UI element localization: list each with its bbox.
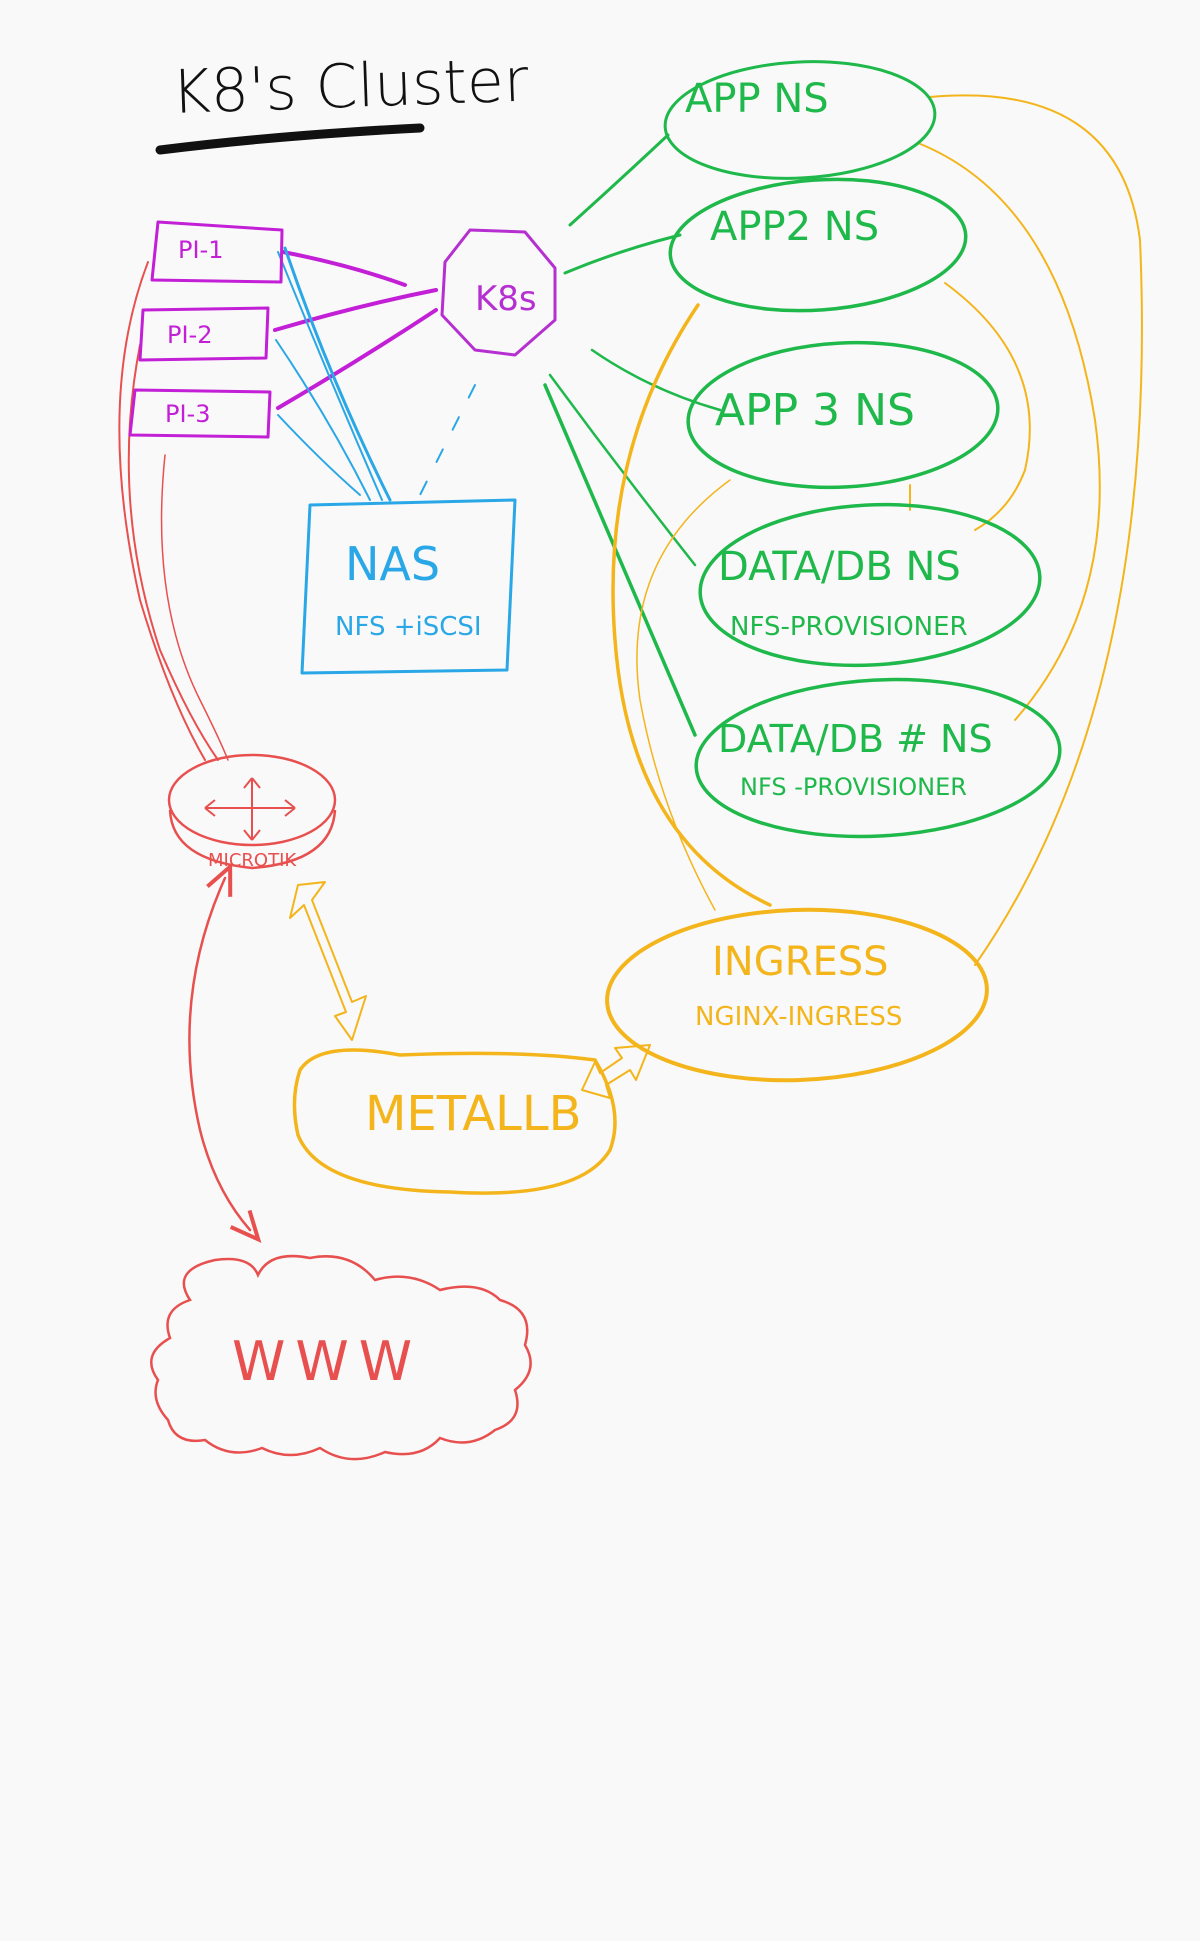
edge-ingress-app1-outer: [929, 94, 1143, 966]
www-label: WWW: [232, 1330, 422, 1393]
edge-k8s-data1: [548, 373, 697, 567]
edge-pi2-nas: [275, 339, 371, 501]
title-underline: [155, 123, 425, 155]
edge-router-www: [188, 862, 262, 1244]
pi-2-label: PI-2: [167, 321, 212, 349]
nas-node[interactable]: NAS NFS +iSCSI: [300, 498, 517, 675]
ingress-label: INGRESS: [712, 939, 889, 985]
cloud-icon: [150, 1254, 532, 1461]
edge-pi2-k8s: [273, 288, 438, 332]
edge-pi1-router: [118, 261, 206, 761]
data1-namespace[interactable]: DATA/DB NS NFS-PROVISIONER: [696, 496, 1044, 674]
edge-pi1-k8s: [281, 250, 407, 287]
ingress-node[interactable]: INGRESS NGINX-INGRESS: [604, 903, 990, 1086]
edge-pi1-nas-b: [277, 251, 383, 501]
pi-2-node[interactable]: PI-2: [138, 306, 270, 362]
data1-sublabel: NFS-PROVISIONER: [730, 612, 968, 642]
edge-k8s-app1: [568, 133, 670, 227]
data2-namespace[interactable]: DATA/DB # NS NFS -PROVISIONER: [692, 671, 1064, 846]
nas-sublabel: NFS +iSCSI: [335, 612, 482, 642]
edge-ingress-app2: [944, 282, 1031, 531]
router-label: MICROTIK: [208, 850, 297, 871]
router-metallb-arrow: [289, 881, 367, 1041]
edge-k8s-nas: [419, 384, 476, 496]
page-title: K8's Cluster: [170, 46, 530, 128]
app2-namespace[interactable]: APP2 NS: [666, 170, 970, 320]
router-node[interactable]: MICROTIK: [167, 753, 337, 871]
edge-pi3-nas: [277, 414, 361, 496]
metallb-label: METALLB: [365, 1086, 582, 1142]
app3-label: APP 3 NS: [715, 385, 915, 436]
title-group: K8's Cluster: [155, 46, 530, 155]
data2-label: DATA/DB # NS: [718, 717, 993, 761]
pi-1-node[interactable]: PI-1: [150, 220, 284, 284]
pi-3-node[interactable]: PI-3: [128, 388, 272, 439]
app1-namespace[interactable]: APP NS: [662, 55, 938, 185]
edge-pi3-k8s: [276, 308, 438, 410]
edge-ingress-loop-left-2: [636, 479, 731, 911]
edge-pi1-nas: [283, 246, 392, 502]
www-node[interactable]: WWW: [150, 1254, 532, 1461]
data1-label: DATA/DB NS: [718, 544, 961, 590]
router-icon: [204, 777, 296, 841]
ingress-sublabel: NGINX-INGRESS: [695, 1002, 902, 1032]
edge-pi3-router: [160, 454, 229, 761]
k8s-node[interactable]: K8s: [440, 228, 557, 357]
app2-label: APP2 NS: [710, 204, 879, 250]
nas-label: NAS: [345, 537, 440, 591]
pi-1-label: PI-1: [178, 236, 223, 264]
edge-ingress-loop-left: [611, 303, 772, 907]
edge-ingress-app1-inner: [917, 142, 1101, 721]
app1-label: APP NS: [685, 76, 829, 122]
app3-namespace[interactable]: APP 3 NS: [684, 335, 1001, 495]
pi-3-label: PI-3: [165, 400, 210, 428]
connectors: [118, 94, 1143, 1244]
k8s-label: K8s: [475, 279, 537, 319]
metallb-ingress-arrow: [581, 1044, 651, 1099]
edge-k8s-data2: [543, 383, 697, 737]
metallb-node[interactable]: METALLB: [292, 1048, 617, 1195]
data2-sublabel: NFS -PROVISIONER: [740, 773, 967, 801]
edge-k8s-app2: [563, 233, 682, 275]
